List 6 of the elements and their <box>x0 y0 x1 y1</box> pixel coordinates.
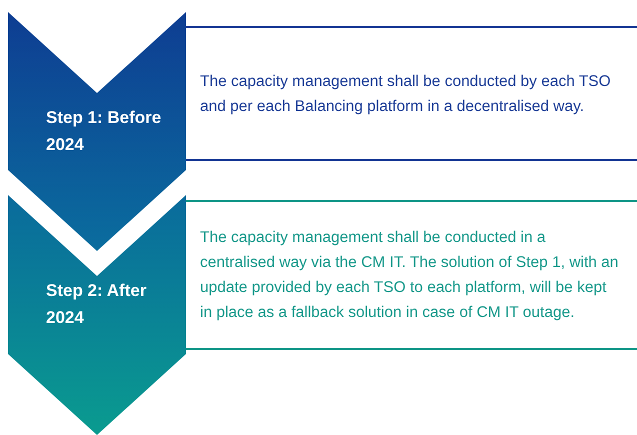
step-label: Step 2: After 2024 <box>46 280 148 329</box>
description-panel <box>186 26 637 161</box>
description-panel <box>186 200 637 350</box>
step-label: Step 1: Before 2024 <box>46 107 162 156</box>
description-text: The capacity management shall be conducted by each TSO and per each Balancing platform in a decentralised way. <box>200 72 612 116</box>
description-text: The capacity management shall be conducted in a centralised way via the CM IT. The solution of Step 1, with an update provided by each TSO to each platform, will be kept in place as a fallback solution in case of CM IT outage. <box>200 228 620 323</box>
